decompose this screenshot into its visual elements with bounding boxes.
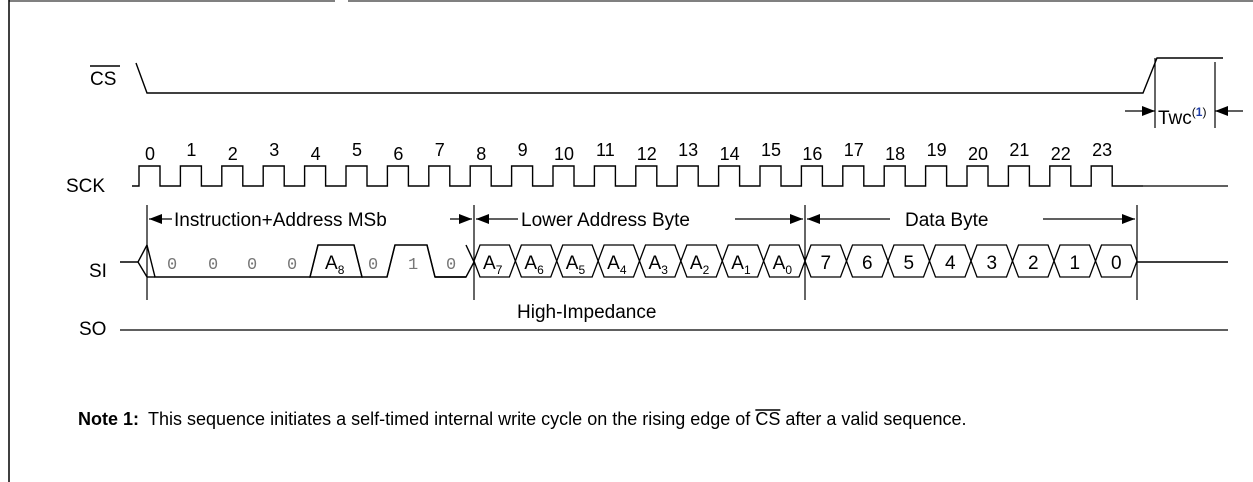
si-data-cell bbox=[1094, 244, 1138, 278]
si-data-bit: 5 bbox=[903, 253, 914, 274]
si-address-bit: A3 bbox=[649, 253, 669, 277]
si-address-bit: A7 bbox=[483, 253, 503, 277]
clock-number: 21 bbox=[1009, 140, 1029, 160]
instruction-address-label: Instruction+Address MSb bbox=[174, 210, 387, 231]
so-label: SO bbox=[79, 319, 106, 340]
sck-waveform bbox=[132, 165, 1228, 187]
cs-label: CS bbox=[90, 69, 116, 90]
si-bit-3: 0 bbox=[287, 256, 297, 275]
clock-number: 5 bbox=[352, 140, 362, 160]
si-bit-0: 0 bbox=[167, 256, 177, 275]
clock-number: 1 bbox=[186, 140, 196, 160]
clock-number: 0 bbox=[145, 144, 155, 164]
si-bit-6: 1 bbox=[408, 256, 418, 275]
clock-number: 19 bbox=[927, 140, 947, 160]
sck-label: SCK bbox=[66, 176, 105, 197]
si-bit-a8: A8 bbox=[325, 253, 345, 277]
si-address-bit: A1 bbox=[731, 253, 751, 277]
si-bit-7: 0 bbox=[446, 256, 456, 275]
si-waveform bbox=[120, 244, 1228, 278]
si-data-bit: 1 bbox=[1069, 253, 1080, 274]
clock-number: 8 bbox=[476, 144, 486, 164]
data-byte-label: Data Byte bbox=[905, 210, 988, 231]
cs-waveform bbox=[135, 57, 1223, 94]
si-data-bit: 7 bbox=[820, 253, 831, 274]
si-bit-5: 0 bbox=[368, 256, 378, 275]
si-bit-labels: 0 0 0 0 A8 0 1 0 A7 A6 A5 A4 A3 A2 A1 A0 7 6 5 4 3 2 1… bbox=[167, 253, 1122, 277]
clock-number: 23 bbox=[1092, 140, 1112, 160]
si-address-bit: A4 bbox=[607, 253, 627, 277]
clock-number: 6 bbox=[393, 144, 403, 164]
si-address-bit: A0 bbox=[773, 253, 793, 277]
clock-number: 15 bbox=[761, 140, 781, 160]
sck-pulse-train bbox=[132, 165, 1143, 187]
si-address-bit: A5 bbox=[566, 253, 586, 277]
clock-number: 13 bbox=[678, 140, 698, 160]
si-address-bit: A2 bbox=[690, 253, 710, 277]
segment-markers bbox=[146, 205, 1138, 300]
lower-address-label: Lower Address Byte bbox=[521, 210, 690, 231]
si-data-bit: 2 bbox=[1028, 253, 1039, 274]
note-label: Note 1: bbox=[78, 409, 139, 429]
clock-number: 18 bbox=[885, 144, 905, 164]
clock-number: 22 bbox=[1051, 144, 1071, 164]
clock-number: 4 bbox=[311, 144, 321, 164]
clock-number: 10 bbox=[554, 144, 574, 164]
clock-number: 7 bbox=[435, 140, 445, 160]
si-data-bit: 6 bbox=[862, 253, 873, 274]
note-text: This sequence initiates a self-timed int… bbox=[148, 409, 966, 429]
clock-number: 3 bbox=[269, 140, 279, 160]
clock-number: 9 bbox=[518, 140, 528, 160]
clock-number: 2 bbox=[228, 144, 238, 164]
twc-indicator: Twc(1) bbox=[1125, 58, 1243, 129]
si-label: SI bbox=[89, 261, 107, 282]
si-address-bit: A6 bbox=[524, 253, 544, 277]
clock-number: 11 bbox=[596, 140, 615, 160]
clock-number: 20 bbox=[968, 144, 988, 164]
si-bit-1: 0 bbox=[208, 256, 218, 275]
clock-number: 14 bbox=[720, 144, 740, 164]
clock-number: 17 bbox=[844, 140, 864, 160]
clock-number: 16 bbox=[802, 144, 822, 164]
si-data-bit: 3 bbox=[986, 253, 997, 274]
twc-label: Twc(1) bbox=[1158, 105, 1206, 129]
si-data-bit: 0 bbox=[1111, 253, 1122, 274]
si-data-bit: 4 bbox=[945, 253, 956, 274]
si-bit-2: 0 bbox=[247, 256, 257, 275]
so-state-label: High-Impedance bbox=[517, 302, 656, 323]
clock-number: 12 bbox=[637, 144, 657, 164]
